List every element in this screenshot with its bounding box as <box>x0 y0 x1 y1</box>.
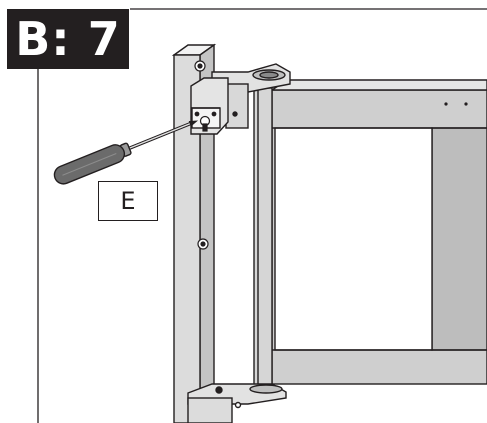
bracket <box>190 77 229 135</box>
post-holes <box>194 60 209 250</box>
step-badge: B: 7 <box>7 9 129 69</box>
page-guides <box>37 8 487 423</box>
gate-frame <box>269 79 487 385</box>
part-label-callout: E <box>98 181 158 221</box>
hinge-pipe <box>253 87 273 389</box>
bottom-hinge <box>187 383 287 423</box>
frame-rivets <box>444 102 468 106</box>
screwdriver-icon <box>53 120 199 185</box>
hinge-icon <box>211 63 291 129</box>
screw-icon <box>194 111 217 132</box>
